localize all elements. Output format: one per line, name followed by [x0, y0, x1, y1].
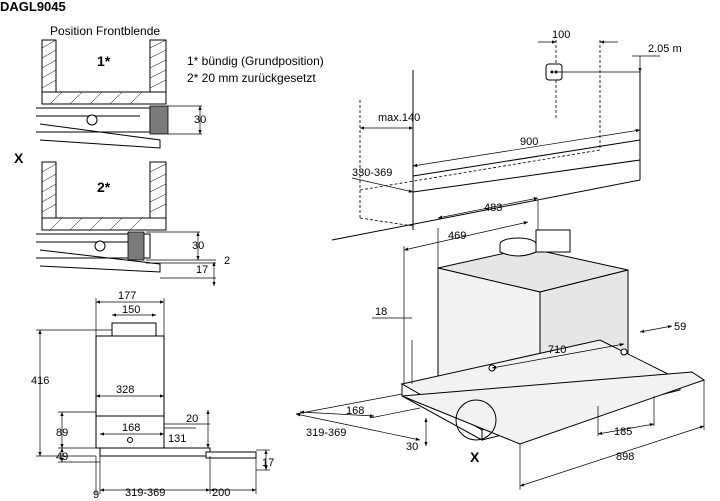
x-marker-left: X [14, 150, 24, 166]
dim-900: 900 [520, 136, 538, 148]
dim-17-side: 17 [262, 457, 274, 469]
dim-59: 59 [674, 321, 686, 333]
dim-330-369: 330-369 [352, 167, 392, 179]
dim-177: 177 [118, 290, 136, 302]
dim-205: 2.05 m [648, 43, 682, 55]
front-panel-heading: Position Frontblende [50, 24, 160, 38]
dim-100: 100 [552, 29, 570, 41]
label-1: 1* [97, 53, 111, 69]
front-panel-detail-flush: 30 1* [36, 39, 206, 149]
dim-168-side: 168 [122, 422, 140, 434]
dim-9: 9 [93, 489, 99, 501]
hatch-left-1 [41, 39, 167, 89]
dim-2: 2 [224, 255, 230, 267]
legend-recessed: 2* 20 mm zurückgesetzt [187, 71, 316, 85]
dim-328: 328 [116, 384, 134, 396]
dim-168-iso: 168 [346, 405, 364, 417]
dim-483: 483 [484, 202, 502, 214]
dim-469: 469 [448, 230, 466, 242]
dim-416: 416 [31, 375, 49, 387]
dim-200: 200 [212, 487, 230, 499]
iso-view: X 483 469 18 710 59 168 319-369 30 [295, 197, 706, 490]
side-view: 177 150 416 328 89 168 131 20 49 1 [31, 290, 274, 501]
dim-max140: max.140 [378, 112, 420, 124]
dim-20-side: 20 [186, 413, 198, 425]
dim-30-a: 30 [194, 114, 206, 126]
wall-view: 100 2.05 m max.140 900 330-369 [331, 29, 682, 241]
dim-30-iso: 30 [406, 441, 418, 453]
dim-710: 710 [548, 344, 566, 356]
front-panel-detail-recessed: 30 2 17 2* [36, 161, 230, 286]
label-2: 2* [97, 179, 111, 195]
dim-319-369-iso: 319-369 [306, 427, 346, 439]
dim-30-b: 30 [192, 240, 204, 252]
dim-319-369-side: 319-369 [125, 487, 165, 499]
dim-898: 898 [616, 451, 634, 463]
dim-185: 185 [614, 426, 632, 438]
x-marker-iso: X [470, 449, 480, 465]
dim-17-front: 17 [196, 264, 208, 276]
dim-150: 150 [122, 304, 140, 316]
dim-49: 49 [56, 451, 68, 463]
model-title: DAGL9045 [0, 0, 66, 14]
dim-18: 18 [375, 306, 387, 318]
dim-89: 89 [56, 427, 68, 439]
dim-131: 131 [168, 433, 186, 445]
legend-flush: 1* bündig (Grundposition) [187, 54, 324, 68]
